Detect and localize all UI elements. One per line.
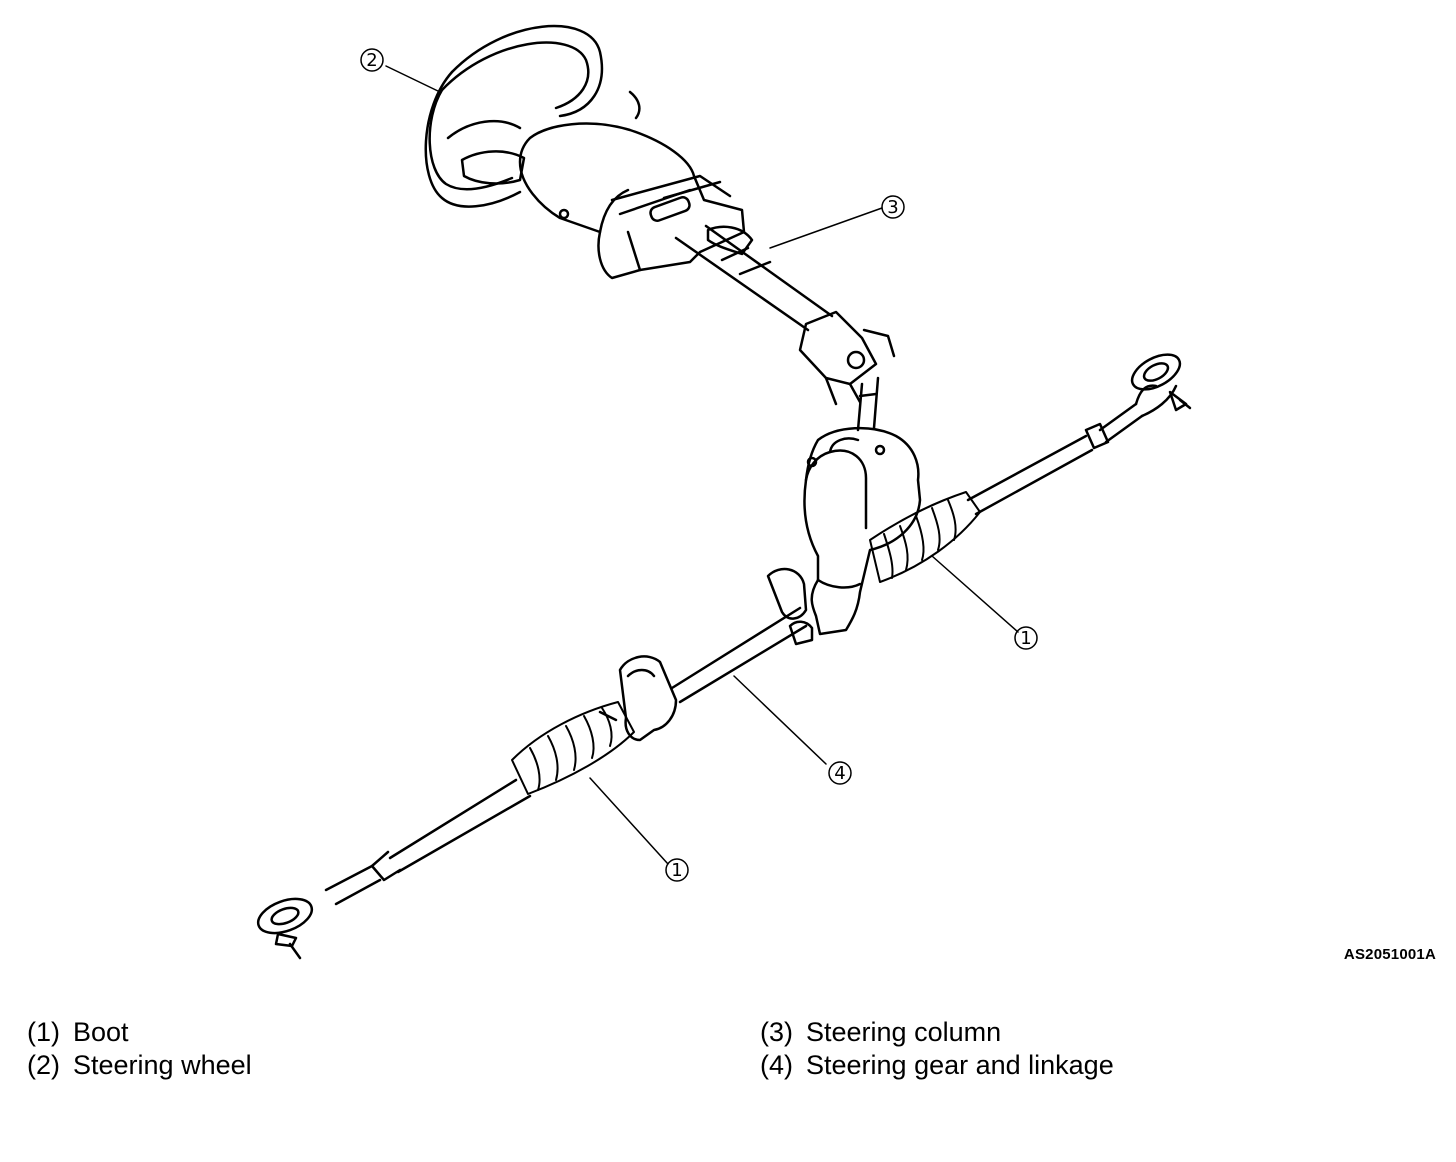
figure-code: AS2051001A <box>1343 946 1436 963</box>
legend-item: (2) Steering wheel <box>27 1049 252 1082</box>
callout-label: 1 <box>671 860 682 881</box>
legend-label: Steering gear and linkage <box>806 1050 1114 1080</box>
legend-number: (3) <box>760 1017 793 1047</box>
steering-column-drawing <box>674 224 896 432</box>
callout-marker: 2 <box>360 48 384 72</box>
legend-number: (2) <box>27 1050 60 1080</box>
legend-number: (1) <box>27 1017 60 1047</box>
steering-gear-housing-drawing <box>803 426 922 636</box>
legend-right-column: (3) Steering column (4) Steering gear and … <box>760 1016 1114 1082</box>
legend-item: (3) Steering column <box>760 1016 1114 1049</box>
legend-number: (4) <box>760 1050 793 1080</box>
legend-left-column: (1) Boot (2) Steering wheel <box>27 1016 252 1082</box>
callout-label: 1 <box>1020 628 1031 649</box>
callout-marker: 1 <box>1014 626 1038 650</box>
boot-right-drawing <box>869 491 981 583</box>
legend-item: (4) Steering gear and linkage <box>760 1049 1114 1082</box>
boot-left-drawing <box>511 701 635 795</box>
steering-column-cover-drawing <box>518 122 754 280</box>
leader-lines <box>385 65 1019 865</box>
steering-gear-drawing <box>256 353 1192 960</box>
legend-item: (1) Boot <box>27 1016 252 1049</box>
callout-label: 2 <box>366 50 377 71</box>
callout-label: 4 <box>834 763 845 784</box>
callout-marker: 1 <box>665 858 689 882</box>
steering-system-diagram: 2 3 1 4 1 <box>256 24 1192 960</box>
legend-label: Steering column <box>806 1017 1002 1047</box>
steering-wheel-drawing <box>424 24 641 208</box>
callout-marker: 3 <box>881 195 905 219</box>
legend-label: Steering wheel <box>73 1050 252 1080</box>
callout-marker: 4 <box>828 761 852 785</box>
legend-label: Boot <box>73 1017 129 1047</box>
callout-label: 3 <box>887 197 898 218</box>
